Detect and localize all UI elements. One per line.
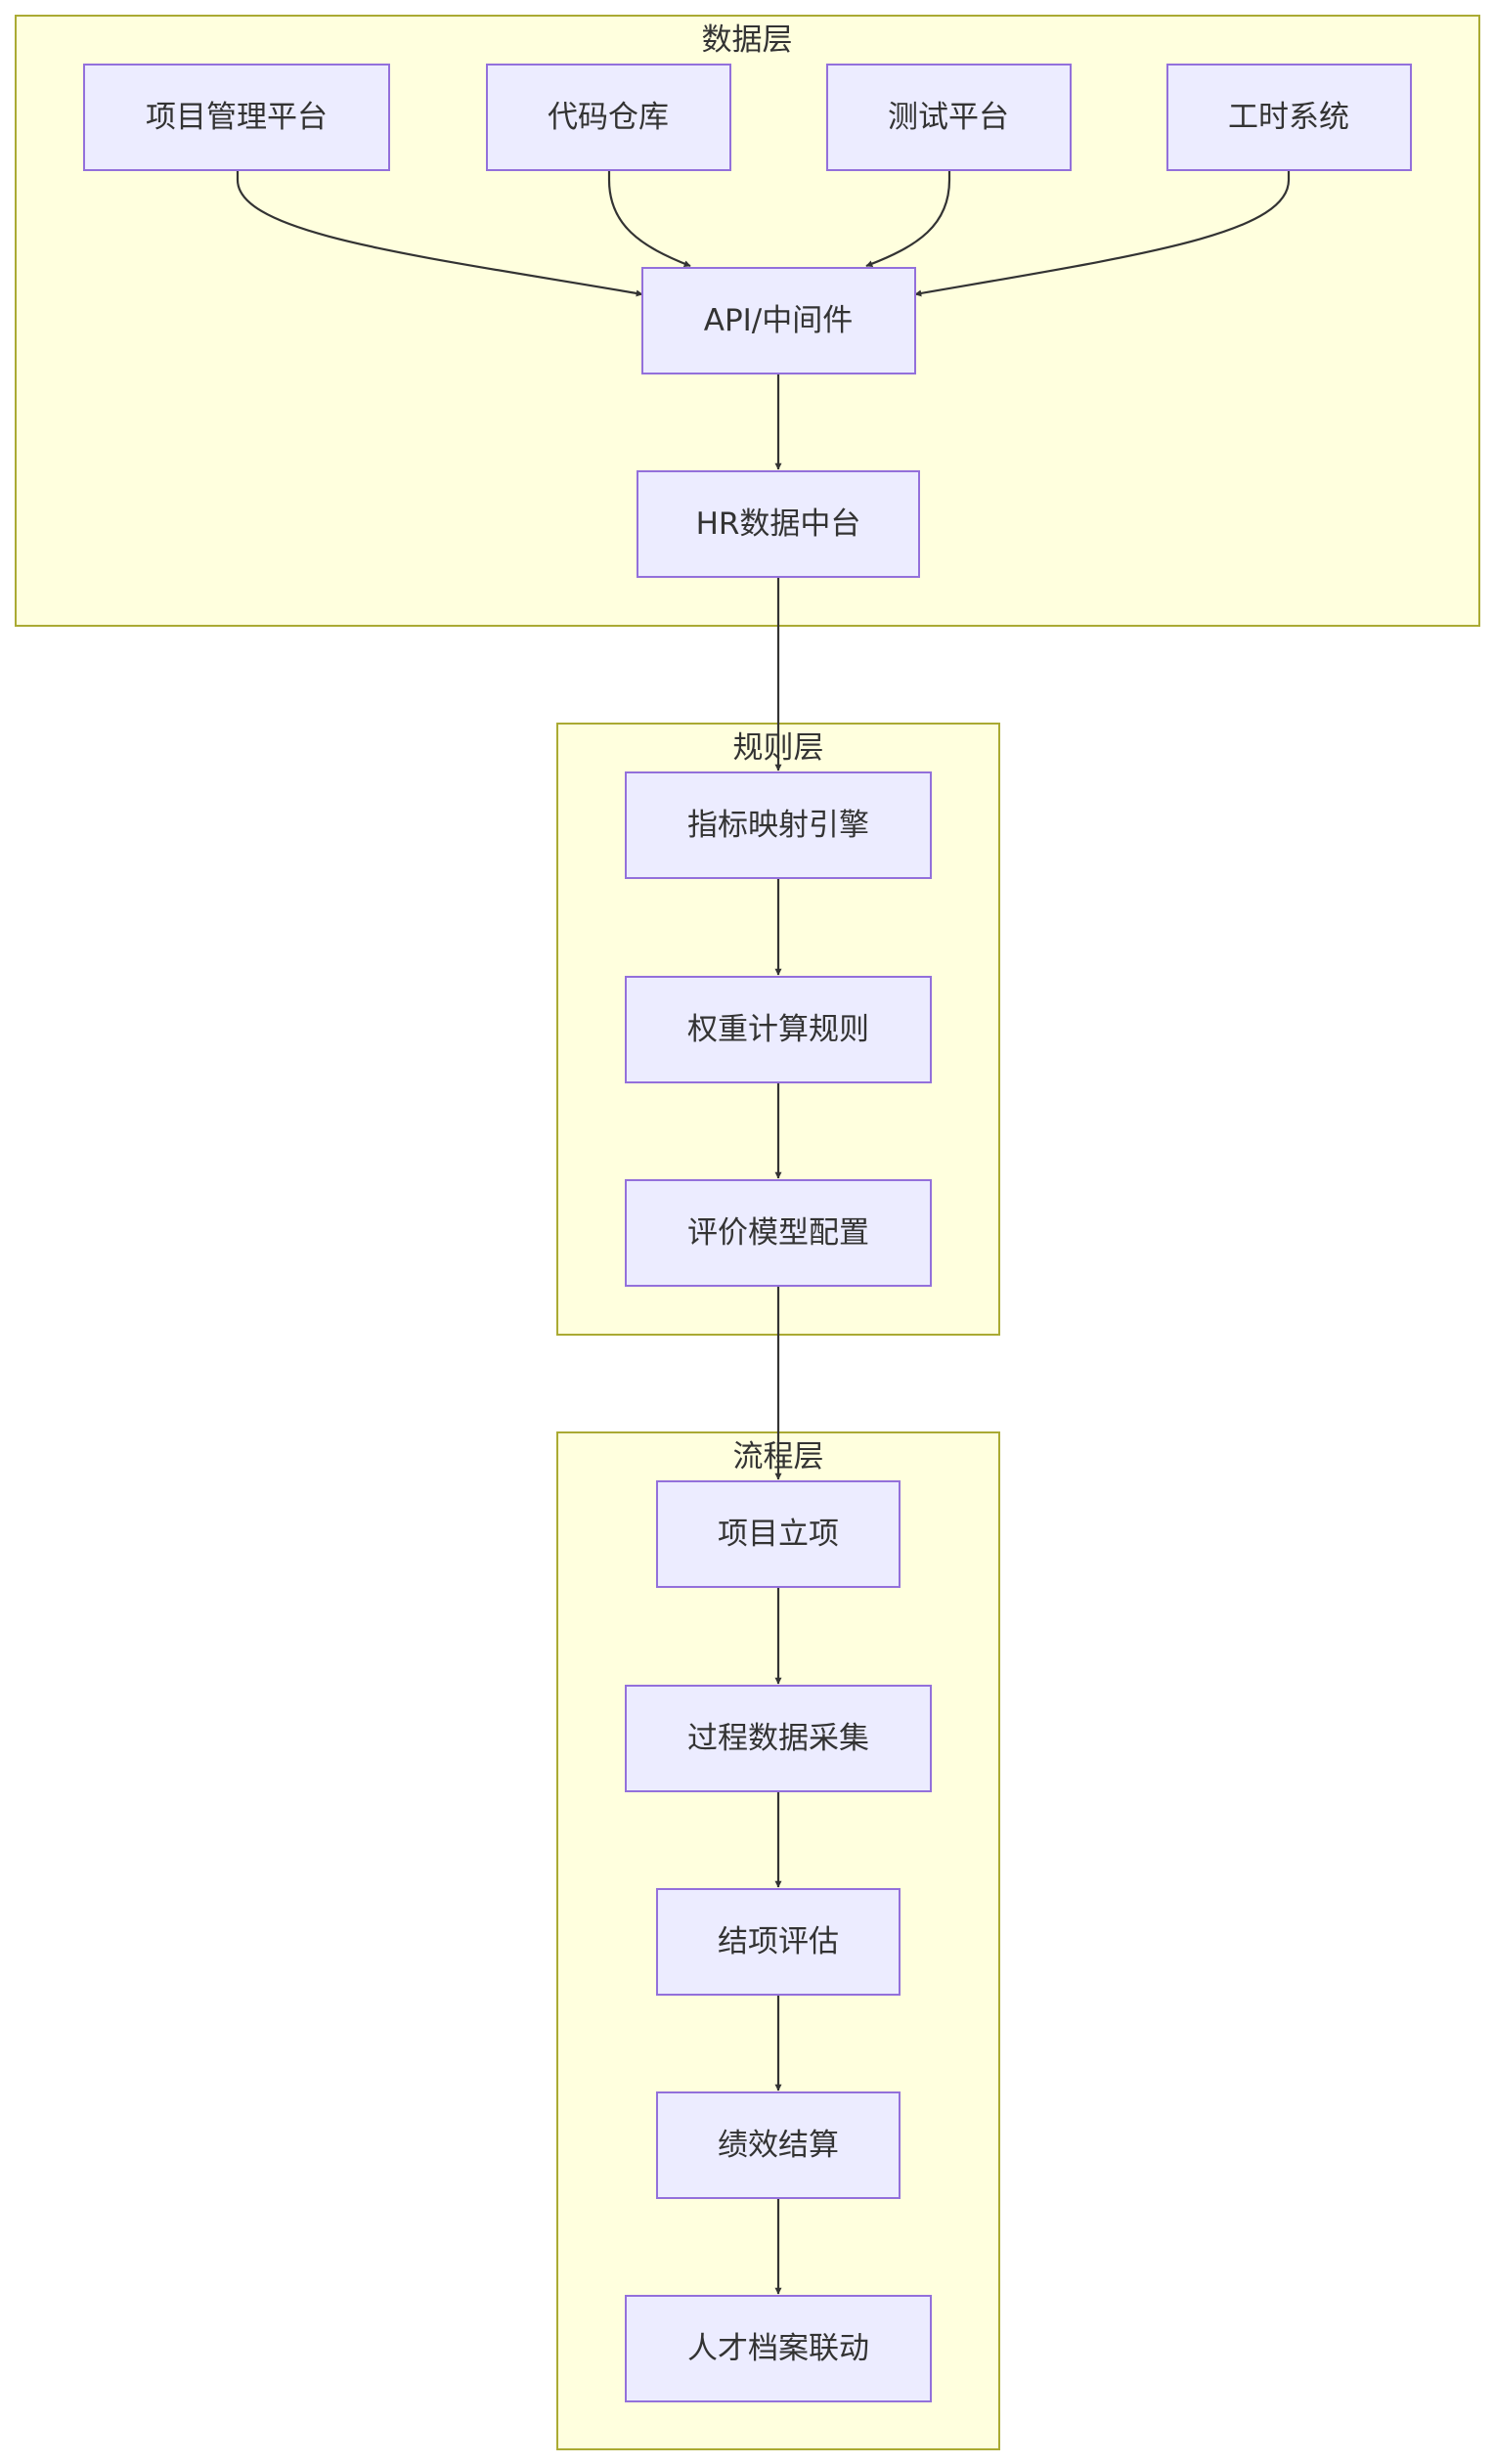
node-evaluation-model-config[interactable]: 评价模型配置 [625,1179,932,1287]
node-label: 项目管理平台 [146,100,328,135]
node-test-platform[interactable]: 测试平台 [826,64,1072,171]
node-label: 结项评估 [718,1924,839,1959]
node-label: 工时系统 [1228,100,1349,135]
node-label: 绩效结算 [718,2128,839,2163]
node-api-middleware[interactable]: API/中间件 [641,267,916,374]
edge-code-to-api [607,170,691,268]
node-hr-data-platform[interactable]: HR数据中台 [637,470,920,578]
edge-hours-to-api [914,170,1291,297]
node-process-data-collection[interactable]: 过程数据采集 [625,1685,932,1792]
node-label: HR数据中台 [696,506,861,542]
node-metric-mapping-engine[interactable]: 指标映射引擎 [625,771,932,879]
node-label: 评价模型配置 [687,1215,869,1251]
node-label: 过程数据采集 [687,1721,869,1756]
node-talent-profile-linkage[interactable]: 人才档案联动 [625,2295,932,2402]
node-label: 权重计算规则 [687,1012,869,1047]
node-label: 人才档案联动 [687,2331,869,2366]
node-label: 代码仓库 [548,100,669,135]
node-label: 测试平台 [888,100,1009,135]
node-timesheet-system[interactable]: 工时系统 [1166,64,1412,171]
edge-pm-to-api [236,170,643,297]
node-label: API/中间件 [704,303,854,338]
node-project-initiation[interactable]: 项目立项 [656,1480,901,1588]
node-label: 指标映射引擎 [687,808,869,843]
node-project-management-platform[interactable]: 项目管理平台 [83,64,390,171]
node-performance-settlement[interactable]: 绩效结算 [656,2091,901,2199]
cluster-title-data-layer: 数据层 [702,22,793,58]
node-label: 项目立项 [718,1517,839,1552]
node-weight-calculation-rules[interactable]: 权重计算规则 [625,976,932,1083]
node-code-repository[interactable]: 代码仓库 [486,64,731,171]
edge-test-to-api [865,170,951,268]
node-closure-evaluation[interactable]: 结项评估 [656,1888,901,1996]
edges [236,170,1291,2295]
